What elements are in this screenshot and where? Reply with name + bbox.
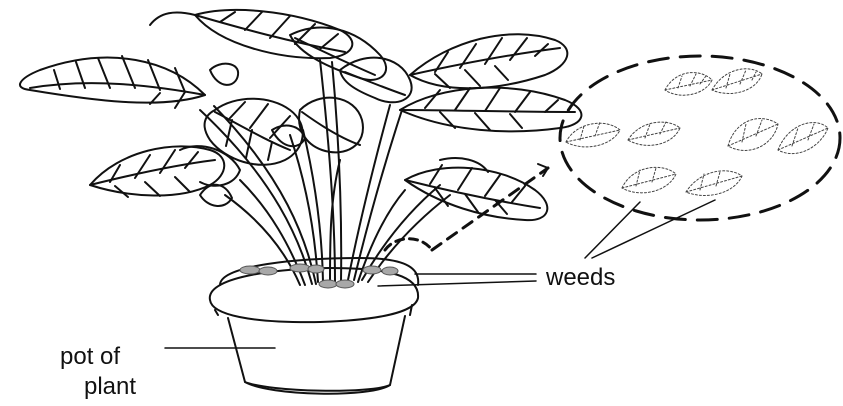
plant-leaves: [20, 10, 581, 220]
pot-weeds: [240, 264, 398, 288]
magnified-weeds: [566, 69, 828, 196]
zoom-callout: [385, 56, 840, 250]
pot-label-line2: plant: [84, 375, 136, 399]
plant-stems: [200, 60, 450, 285]
weeds-label: weeds: [546, 266, 615, 290]
pot-label-line1: pot of: [60, 345, 120, 369]
